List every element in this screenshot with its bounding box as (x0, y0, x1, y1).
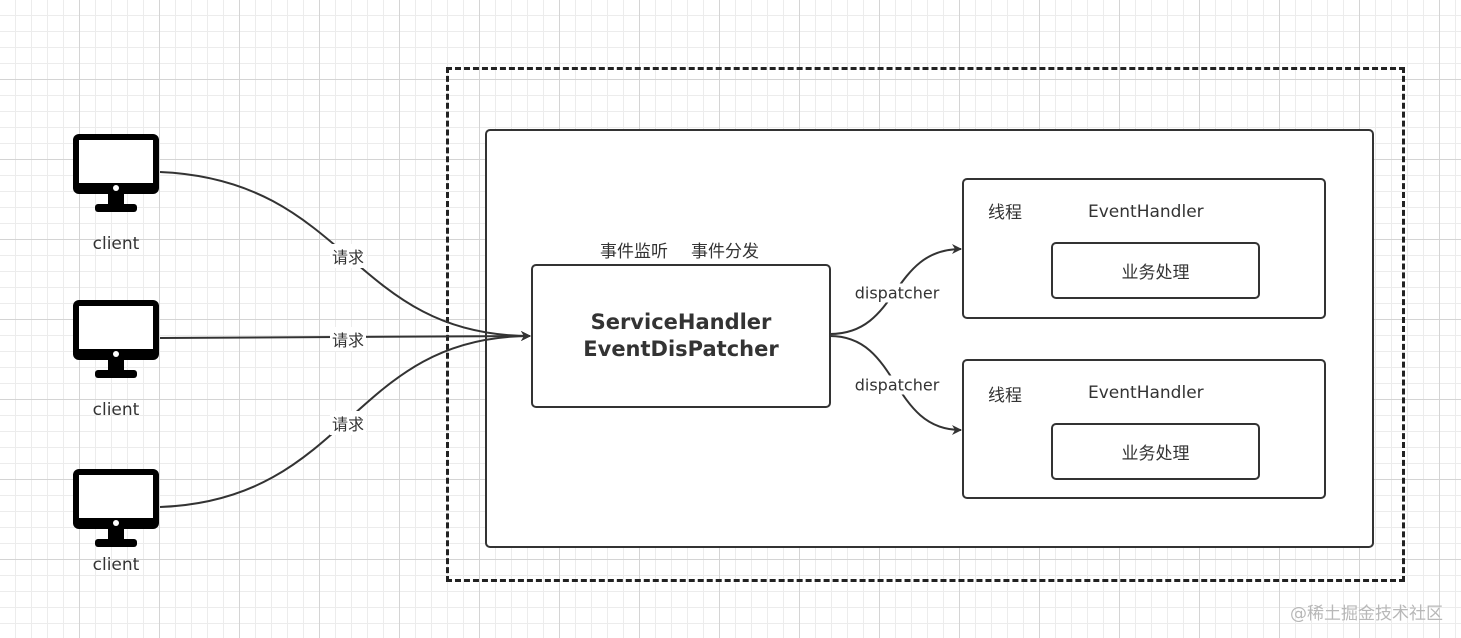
outer-dashed-boundary (446, 67, 1405, 582)
caption-event-listen: 事件监听 (600, 242, 668, 262)
service-handler-box: ServiceHandler EventDisPatcher (531, 264, 831, 408)
monitor-icon (73, 300, 159, 378)
business-logic-box: 业务处理 (1051, 242, 1260, 299)
event-handler-box-1: 线程 EventHandler 业务处理 (962, 178, 1326, 319)
request-label-2: 请求 (329, 327, 367, 351)
thread-label: 线程 (988, 203, 1022, 223)
client-label: client (92, 234, 140, 254)
business-logic-box: 业务处理 (1051, 423, 1260, 480)
watermark: @稀土掘金技术社区 (1290, 604, 1443, 624)
request-label-3: 请求 (329, 411, 367, 435)
business-logic-label: 业务处理 (1121, 444, 1190, 464)
request-label-1: 请求 (329, 244, 367, 268)
caption-event-dispatch: 事件分发 (691, 242, 759, 262)
client-label: client (92, 400, 140, 420)
thread-label: 线程 (988, 386, 1022, 406)
dispatch-label-1: dispatcher (852, 283, 942, 303)
monitor-icon (73, 469, 159, 547)
business-logic-label: 业务处理 (1121, 263, 1190, 283)
event-handler-box-2: 线程 EventHandler 业务处理 (962, 359, 1326, 499)
dispatch-label-2: dispatcher (852, 375, 942, 395)
event-handler-label: EventHandler (1088, 383, 1204, 403)
service-handler-title: ServiceHandler (590, 310, 772, 334)
client-label: client (92, 555, 140, 575)
event-handler-label: EventHandler (1088, 202, 1204, 222)
event-dispatcher-title: EventDisPatcher (583, 337, 779, 361)
monitor-icon (73, 134, 159, 212)
